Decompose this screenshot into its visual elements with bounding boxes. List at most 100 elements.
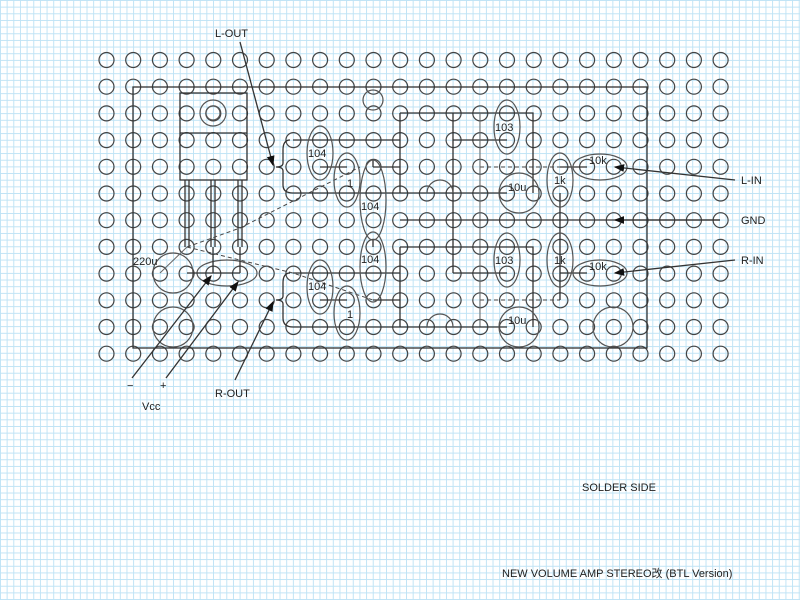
board-hole	[525, 158, 542, 175]
board-hole	[578, 292, 596, 309]
board-hole	[605, 292, 622, 309]
board-hole	[498, 158, 516, 175]
board-hole	[98, 51, 115, 69]
board-hole	[178, 318, 195, 336]
l-out-arrow	[239, 41, 275, 167]
solder-side-label: SOLDER SIDE	[582, 482, 656, 494]
board-hole	[258, 212, 275, 229]
board-hole	[151, 238, 168, 255]
mounting-hole	[362, 89, 384, 111]
board-hole	[712, 132, 729, 149]
board-hole	[578, 51, 596, 69]
capacitor-104	[359, 231, 387, 303]
board-hole	[338, 105, 355, 122]
capacitor	[152, 306, 194, 348]
resistor-1k	[546, 232, 574, 288]
board-hole	[365, 212, 382, 229]
board-hole	[605, 238, 622, 255]
label-104: 104	[361, 254, 379, 266]
board-hole	[418, 292, 435, 309]
board-hole	[685, 345, 703, 362]
board-hole	[685, 185, 703, 202]
board-hole	[552, 345, 569, 362]
board-hole	[98, 105, 115, 122]
board-hole	[231, 318, 249, 336]
board-hole	[205, 345, 222, 362]
board-hole	[151, 318, 168, 336]
board-hole	[632, 292, 649, 309]
board-hole	[712, 292, 729, 309]
board-hole	[98, 158, 115, 175]
r-in-arrow	[613, 259, 736, 276]
capacitor-10u	[498, 172, 540, 214]
board-hole	[552, 105, 569, 122]
board-hole	[258, 318, 275, 336]
board-hole	[659, 78, 676, 95]
board-hole	[552, 51, 569, 69]
board-hole	[632, 105, 649, 122]
board-hole	[632, 132, 649, 149]
board-hole	[205, 185, 222, 202]
board-hole	[338, 238, 355, 255]
board-hole	[685, 318, 703, 336]
board-hole	[712, 78, 729, 95]
label-gnd: GND	[741, 215, 766, 227]
label-r-out: R-OUT	[215, 388, 250, 400]
board-hole	[285, 292, 302, 309]
board-hole	[231, 212, 249, 229]
board-hole	[605, 132, 622, 149]
board-hole	[258, 105, 275, 122]
label-10k: 10k	[589, 261, 607, 273]
label-10u: 10u	[508, 315, 526, 327]
board-hole	[659, 132, 676, 149]
board-hole	[205, 158, 222, 175]
board-hole	[231, 132, 249, 149]
board-hole	[98, 265, 115, 282]
jumper-arc	[426, 179, 454, 194]
label-104: 104	[361, 201, 379, 213]
board-hole	[525, 51, 542, 69]
resistor-10k	[572, 259, 628, 287]
board-outline	[132, 86, 648, 349]
board-hole	[472, 345, 489, 362]
board-hole	[285, 212, 302, 229]
board-hole	[578, 132, 596, 149]
board-hole	[685, 292, 703, 309]
board-hole	[365, 51, 382, 69]
board-hole	[552, 132, 569, 149]
board-hole	[659, 345, 676, 362]
resistor-1k	[546, 152, 574, 208]
board-hole	[659, 318, 676, 336]
board-hole	[632, 238, 649, 255]
board-hole	[205, 212, 222, 229]
board-hole	[231, 292, 249, 309]
board-hole	[659, 158, 676, 175]
board-hole	[98, 132, 115, 149]
capacitor-1	[333, 285, 361, 341]
board-hole	[418, 132, 435, 149]
board-hole	[445, 292, 462, 309]
label-104: 104	[308, 281, 326, 293]
label-vcc-minus: −	[127, 380, 133, 392]
board-hole	[258, 158, 275, 175]
board-hole	[712, 318, 729, 336]
capacitor-104	[306, 125, 334, 181]
board-hole	[285, 158, 302, 175]
board-hole	[258, 345, 275, 362]
jumper-dashed	[186, 166, 361, 248]
board-hole	[258, 185, 275, 202]
board-hole	[125, 51, 142, 69]
board-hole	[685, 105, 703, 122]
label-l-in: L-IN	[741, 175, 762, 187]
board-hole	[605, 51, 622, 69]
board-hole	[685, 51, 703, 69]
board-hole	[151, 132, 168, 149]
board-hole	[285, 238, 302, 255]
board-hole	[258, 51, 275, 69]
board-hole	[285, 105, 302, 122]
board-hole	[258, 238, 275, 255]
label-1: 1	[347, 309, 353, 321]
board-hole	[205, 292, 222, 309]
label-l-out: L-OUT	[215, 28, 248, 40]
